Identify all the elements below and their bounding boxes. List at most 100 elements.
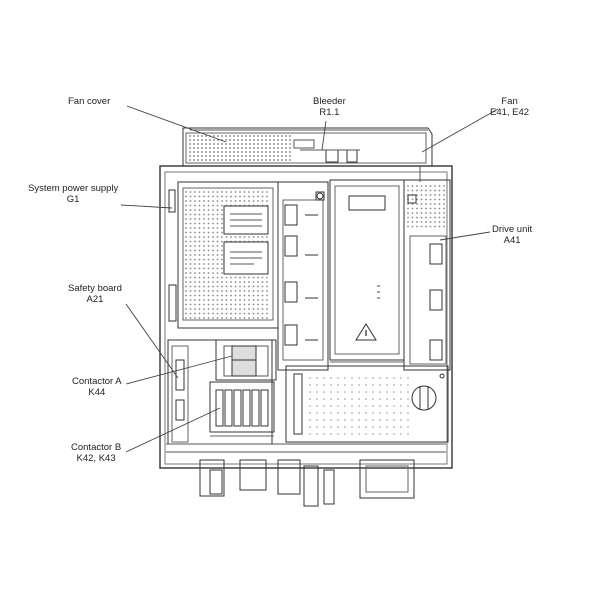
vent-hole <box>216 263 219 265</box>
vent-hole <box>185 213 187 216</box>
vent-hole <box>434 189 436 192</box>
vent-hole <box>185 258 187 261</box>
mount-hole <box>330 405 332 407</box>
vent-hole <box>185 195 187 198</box>
vent-hole <box>225 195 228 198</box>
vent-hole <box>443 216 445 219</box>
vent-hole <box>234 303 237 306</box>
label-contactor-a-line1: Contactor A <box>72 376 122 387</box>
mount-hole <box>358 398 360 400</box>
vent-hole <box>201 159 203 161</box>
vent-hole <box>189 227 192 229</box>
vent-hole <box>194 290 196 292</box>
vent-hole <box>225 135 227 137</box>
vent-hole <box>221 151 223 153</box>
mount-hole <box>372 398 374 400</box>
vent-hole <box>257 312 259 315</box>
vent-hole <box>189 200 192 202</box>
vent-hole <box>197 143 199 145</box>
vent-hole <box>198 204 201 207</box>
mount-hole <box>330 433 332 435</box>
mount-hole <box>309 405 311 407</box>
vent-hole <box>189 303 192 306</box>
vent-hole <box>207 312 210 315</box>
vent-hole <box>443 212 445 214</box>
vent-hole <box>217 135 219 137</box>
vent-hole <box>248 200 250 202</box>
mount-hole <box>330 377 332 379</box>
vent-hole <box>241 143 243 145</box>
vent-hole <box>217 151 219 153</box>
mount-hole <box>365 384 367 386</box>
vent-hole <box>207 267 210 270</box>
vent-hole <box>239 285 241 288</box>
vent-hole <box>237 147 239 149</box>
vent-hole <box>207 258 210 261</box>
vent-hole <box>265 155 267 157</box>
mount-hole <box>386 377 388 379</box>
vent-hole <box>203 281 205 283</box>
mount-hole <box>407 391 409 393</box>
vent-hole <box>265 151 267 153</box>
vent-hole <box>221 276 223 279</box>
vent-hole <box>212 218 214 220</box>
label-contactor-a-line2: K44 <box>88 387 106 398</box>
vent-hole <box>407 185 409 187</box>
mount-hole <box>400 426 402 428</box>
vent-hole <box>213 135 215 137</box>
vent-hole <box>203 258 205 261</box>
vent-hole <box>277 151 279 153</box>
vent-hole <box>203 222 205 225</box>
vent-hole <box>201 139 203 141</box>
label-safety-board-line2: A21 <box>86 294 104 305</box>
vent-hole <box>285 143 287 145</box>
vent-hole <box>434 221 436 223</box>
vent-hole <box>248 290 250 292</box>
vent-hole <box>420 185 423 187</box>
label-contactor-a: Contactor A K44 <box>72 376 122 398</box>
vent-hole <box>203 267 205 270</box>
vent-hole <box>203 308 205 310</box>
label-contactor-b-line2: K42, K43 <box>76 453 116 464</box>
vent-hole <box>198 267 201 270</box>
vent-hole <box>261 159 263 161</box>
vent-hole <box>252 290 255 292</box>
mount-hole <box>407 433 409 435</box>
mount-hole <box>337 391 339 393</box>
vent-hole <box>225 155 227 157</box>
vent-hole <box>241 139 243 141</box>
vent-hole <box>203 317 205 319</box>
mount-hole <box>330 426 332 428</box>
vent-hole <box>266 303 268 306</box>
contactor-slot <box>260 389 269 427</box>
mount-hole <box>323 398 325 400</box>
vent-hole <box>253 155 255 157</box>
leader-bleeder <box>321 120 327 151</box>
vent-hole <box>407 216 409 219</box>
vent-hole <box>249 139 251 141</box>
vent-hole <box>243 285 246 288</box>
vent-hole <box>229 139 231 141</box>
vent-hole <box>277 139 279 141</box>
vent-hole <box>216 213 219 216</box>
vent-hole <box>185 299 187 301</box>
vent-hole <box>194 303 196 306</box>
vent-hole <box>207 213 210 216</box>
vent-hole <box>217 159 219 161</box>
vent-hole <box>203 299 205 301</box>
vent-hole <box>194 308 196 310</box>
vent-hole <box>209 147 211 149</box>
vent-hole <box>225 139 227 141</box>
vent-hole <box>434 216 436 219</box>
vent-hole <box>248 285 250 288</box>
vent-hole <box>407 189 409 192</box>
vent-hole <box>257 290 259 292</box>
vent-hole <box>207 308 210 310</box>
mount-hole <box>344 412 346 414</box>
mount-hole <box>344 405 346 407</box>
vent-hole <box>252 294 255 297</box>
vent-hole <box>207 231 210 234</box>
mount-hole <box>379 398 381 400</box>
vent-hole <box>207 191 210 193</box>
vent-hole <box>194 281 196 283</box>
